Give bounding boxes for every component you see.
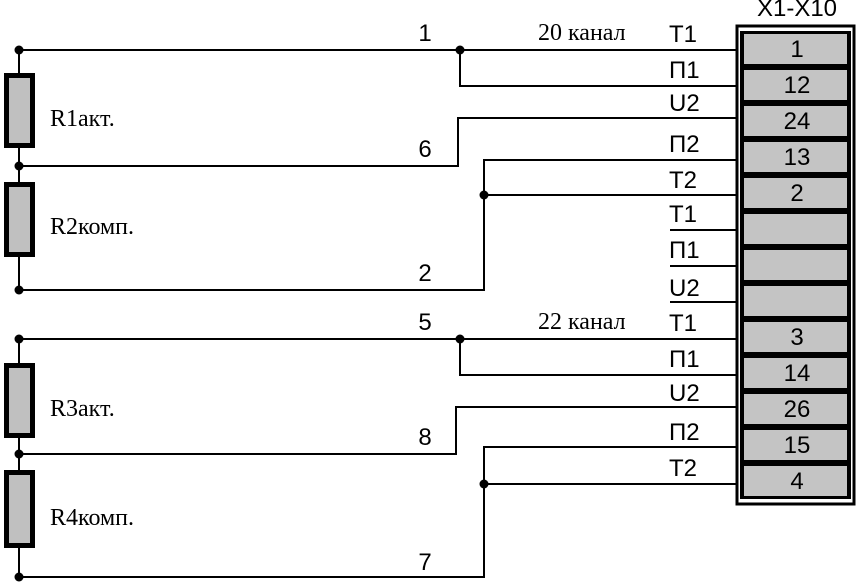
connector-cell-number: 4	[790, 468, 803, 495]
wire-number-2: 2	[418, 260, 431, 287]
resistor-r4: R4комп.	[4, 470, 134, 548]
channel-label-20: 20 канал	[538, 20, 626, 46]
pin-label: П2	[669, 419, 700, 446]
connector-cell: 3	[740, 319, 851, 355]
pin-label: П2	[669, 131, 700, 158]
wire-1-branch	[459, 50, 737, 87]
connector-cell-number: 15	[784, 432, 811, 459]
wire-8	[19, 406, 737, 455]
resistor-label-r3: R3акт.	[50, 396, 115, 422]
connector-cell: 12	[740, 67, 851, 103]
resistor-r1: R1акт.	[4, 73, 115, 148]
connector-cell-number: 13	[784, 144, 811, 171]
wire-7	[19, 446, 737, 578]
connector-cell: 15	[740, 427, 851, 463]
pin-label: T1	[669, 21, 697, 48]
wire-number-1: 1	[418, 20, 431, 47]
connector-cell-number: 12	[784, 72, 811, 99]
wire-2	[19, 159, 737, 291]
connector-cell	[740, 211, 851, 247]
pin-label: T1	[669, 201, 697, 228]
connector-cell: 26	[740, 391, 851, 427]
connector-cell	[740, 283, 851, 319]
pin-label: П1	[669, 57, 700, 84]
pin-label: П1	[669, 346, 700, 373]
pin-label: T1	[669, 310, 697, 337]
connector-cell-number: 1	[790, 36, 803, 63]
connector-cell-number: 24	[784, 108, 811, 135]
resistor-r3: R3акт.	[4, 363, 115, 438]
pin-label: T2	[669, 167, 697, 194]
wire-6	[19, 117, 737, 167]
connector-cell: 4	[740, 463, 851, 499]
wire-number-7: 7	[418, 549, 431, 576]
resistor-label-r4: R4комп.	[50, 505, 134, 531]
connector-cell-number: 26	[784, 396, 811, 423]
pin-label: U2	[669, 275, 700, 302]
pin-label: U2	[669, 380, 700, 407]
connector-cell	[740, 247, 851, 283]
resistor-label-r2: R2комп.	[50, 214, 134, 240]
connector-cell: 14	[740, 355, 851, 391]
connector-cell-number: 2	[790, 180, 803, 207]
wire-number-8: 8	[418, 424, 431, 451]
wires	[19, 49, 737, 578]
connector-title: X1-X10	[757, 0, 837, 22]
connector-cells: 1 12 24 13 2 3 14 26 15 4	[740, 31, 851, 499]
connector-cell-number: 14	[784, 360, 811, 387]
resistor-label-r1: R1акт.	[50, 106, 115, 132]
wire-number-5: 5	[418, 309, 431, 336]
junction-dots	[14, 45, 489, 582]
connector-block: X1-X10 1 12 24 13 2 3 14 26 15 4	[735, 0, 856, 506]
wire-5-branch	[459, 339, 737, 376]
connector-cell-number: 3	[790, 324, 803, 351]
pin-label: U2	[669, 90, 700, 117]
pin-label: T2	[669, 455, 697, 482]
connector-cell: 13	[740, 139, 851, 175]
connector-cell: 2	[740, 175, 851, 211]
wire-numbers: 1 6 2 5 8 7	[418, 20, 431, 576]
connector-cell: 24	[740, 103, 851, 139]
pin-label: П1	[669, 237, 700, 264]
connector-cell: 1	[740, 31, 851, 67]
wire-number-6: 6	[418, 136, 431, 163]
channel-label-22: 22 канал	[538, 309, 626, 335]
resistor-r2: R2комп.	[4, 182, 134, 257]
